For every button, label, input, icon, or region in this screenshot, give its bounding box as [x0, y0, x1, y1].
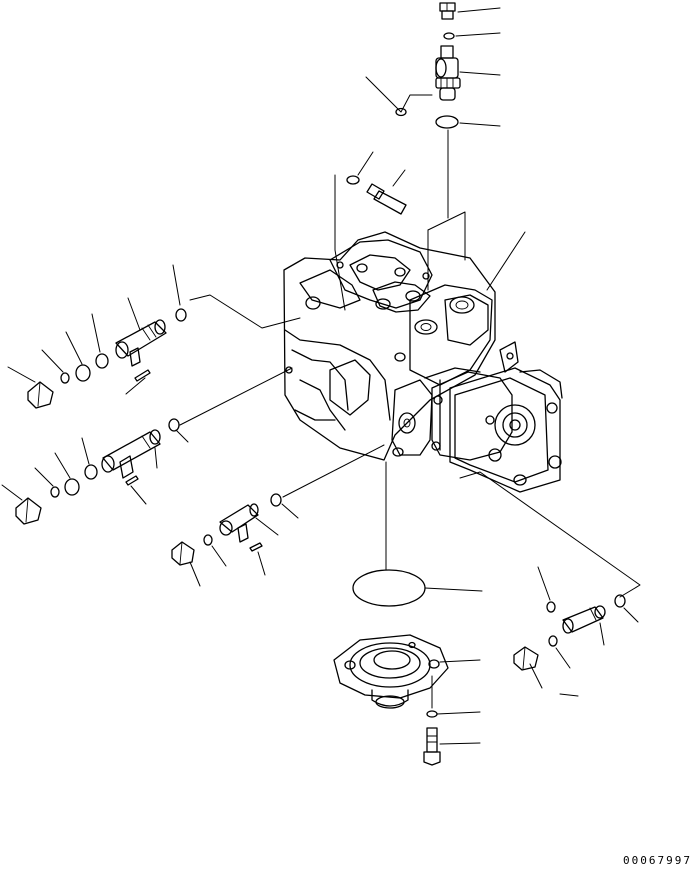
bolt-bottom [423, 727, 441, 766]
washer-bottom [426, 710, 438, 718]
elbow-fitting-lower [101, 429, 161, 479]
washer-left-5 [64, 478, 80, 496]
bolt-right [513, 646, 539, 671]
gear-pump [449, 367, 563, 493]
washer-lower-center-1 [203, 534, 213, 546]
washer-left-3 [95, 353, 109, 369]
leader-lines [1, 7, 641, 745]
fitting-pin-lower-center [249, 542, 263, 552]
washer-left-2 [75, 364, 91, 382]
washer-left-1 [60, 372, 70, 384]
fitting-pin-upper [134, 369, 151, 382]
bolt-upper [366, 183, 407, 215]
oring-right-1 [546, 601, 556, 613]
top-oring-large [435, 115, 459, 129]
left-bolt-lower [15, 497, 42, 525]
flange-cover [333, 634, 449, 709]
washer-right [548, 635, 558, 647]
top-bolt [439, 2, 456, 20]
oring-lower-center [270, 493, 282, 507]
oring-left-upper [175, 308, 187, 322]
washer-left-4 [50, 486, 60, 498]
top-washer [443, 32, 455, 40]
oring-upper [346, 175, 360, 185]
pump-main-body [283, 231, 519, 461]
elbow-fitting-right [562, 605, 606, 634]
elbow-fitting-lower-center [219, 503, 259, 543]
large-oring [352, 569, 426, 607]
drawing-reference-number: 00067997 [623, 854, 692, 867]
top-elbow-fitting [435, 45, 461, 101]
washer-left-6 [84, 464, 98, 480]
fitting-pin-lower [125, 475, 139, 486]
bolt-lower-center [171, 541, 195, 566]
elbow-fitting-upper [115, 319, 167, 367]
left-bolt-upper [27, 381, 54, 409]
oring-left-lower [168, 418, 180, 432]
oring-right-2 [614, 594, 626, 608]
top-oring-small [395, 107, 407, 117]
